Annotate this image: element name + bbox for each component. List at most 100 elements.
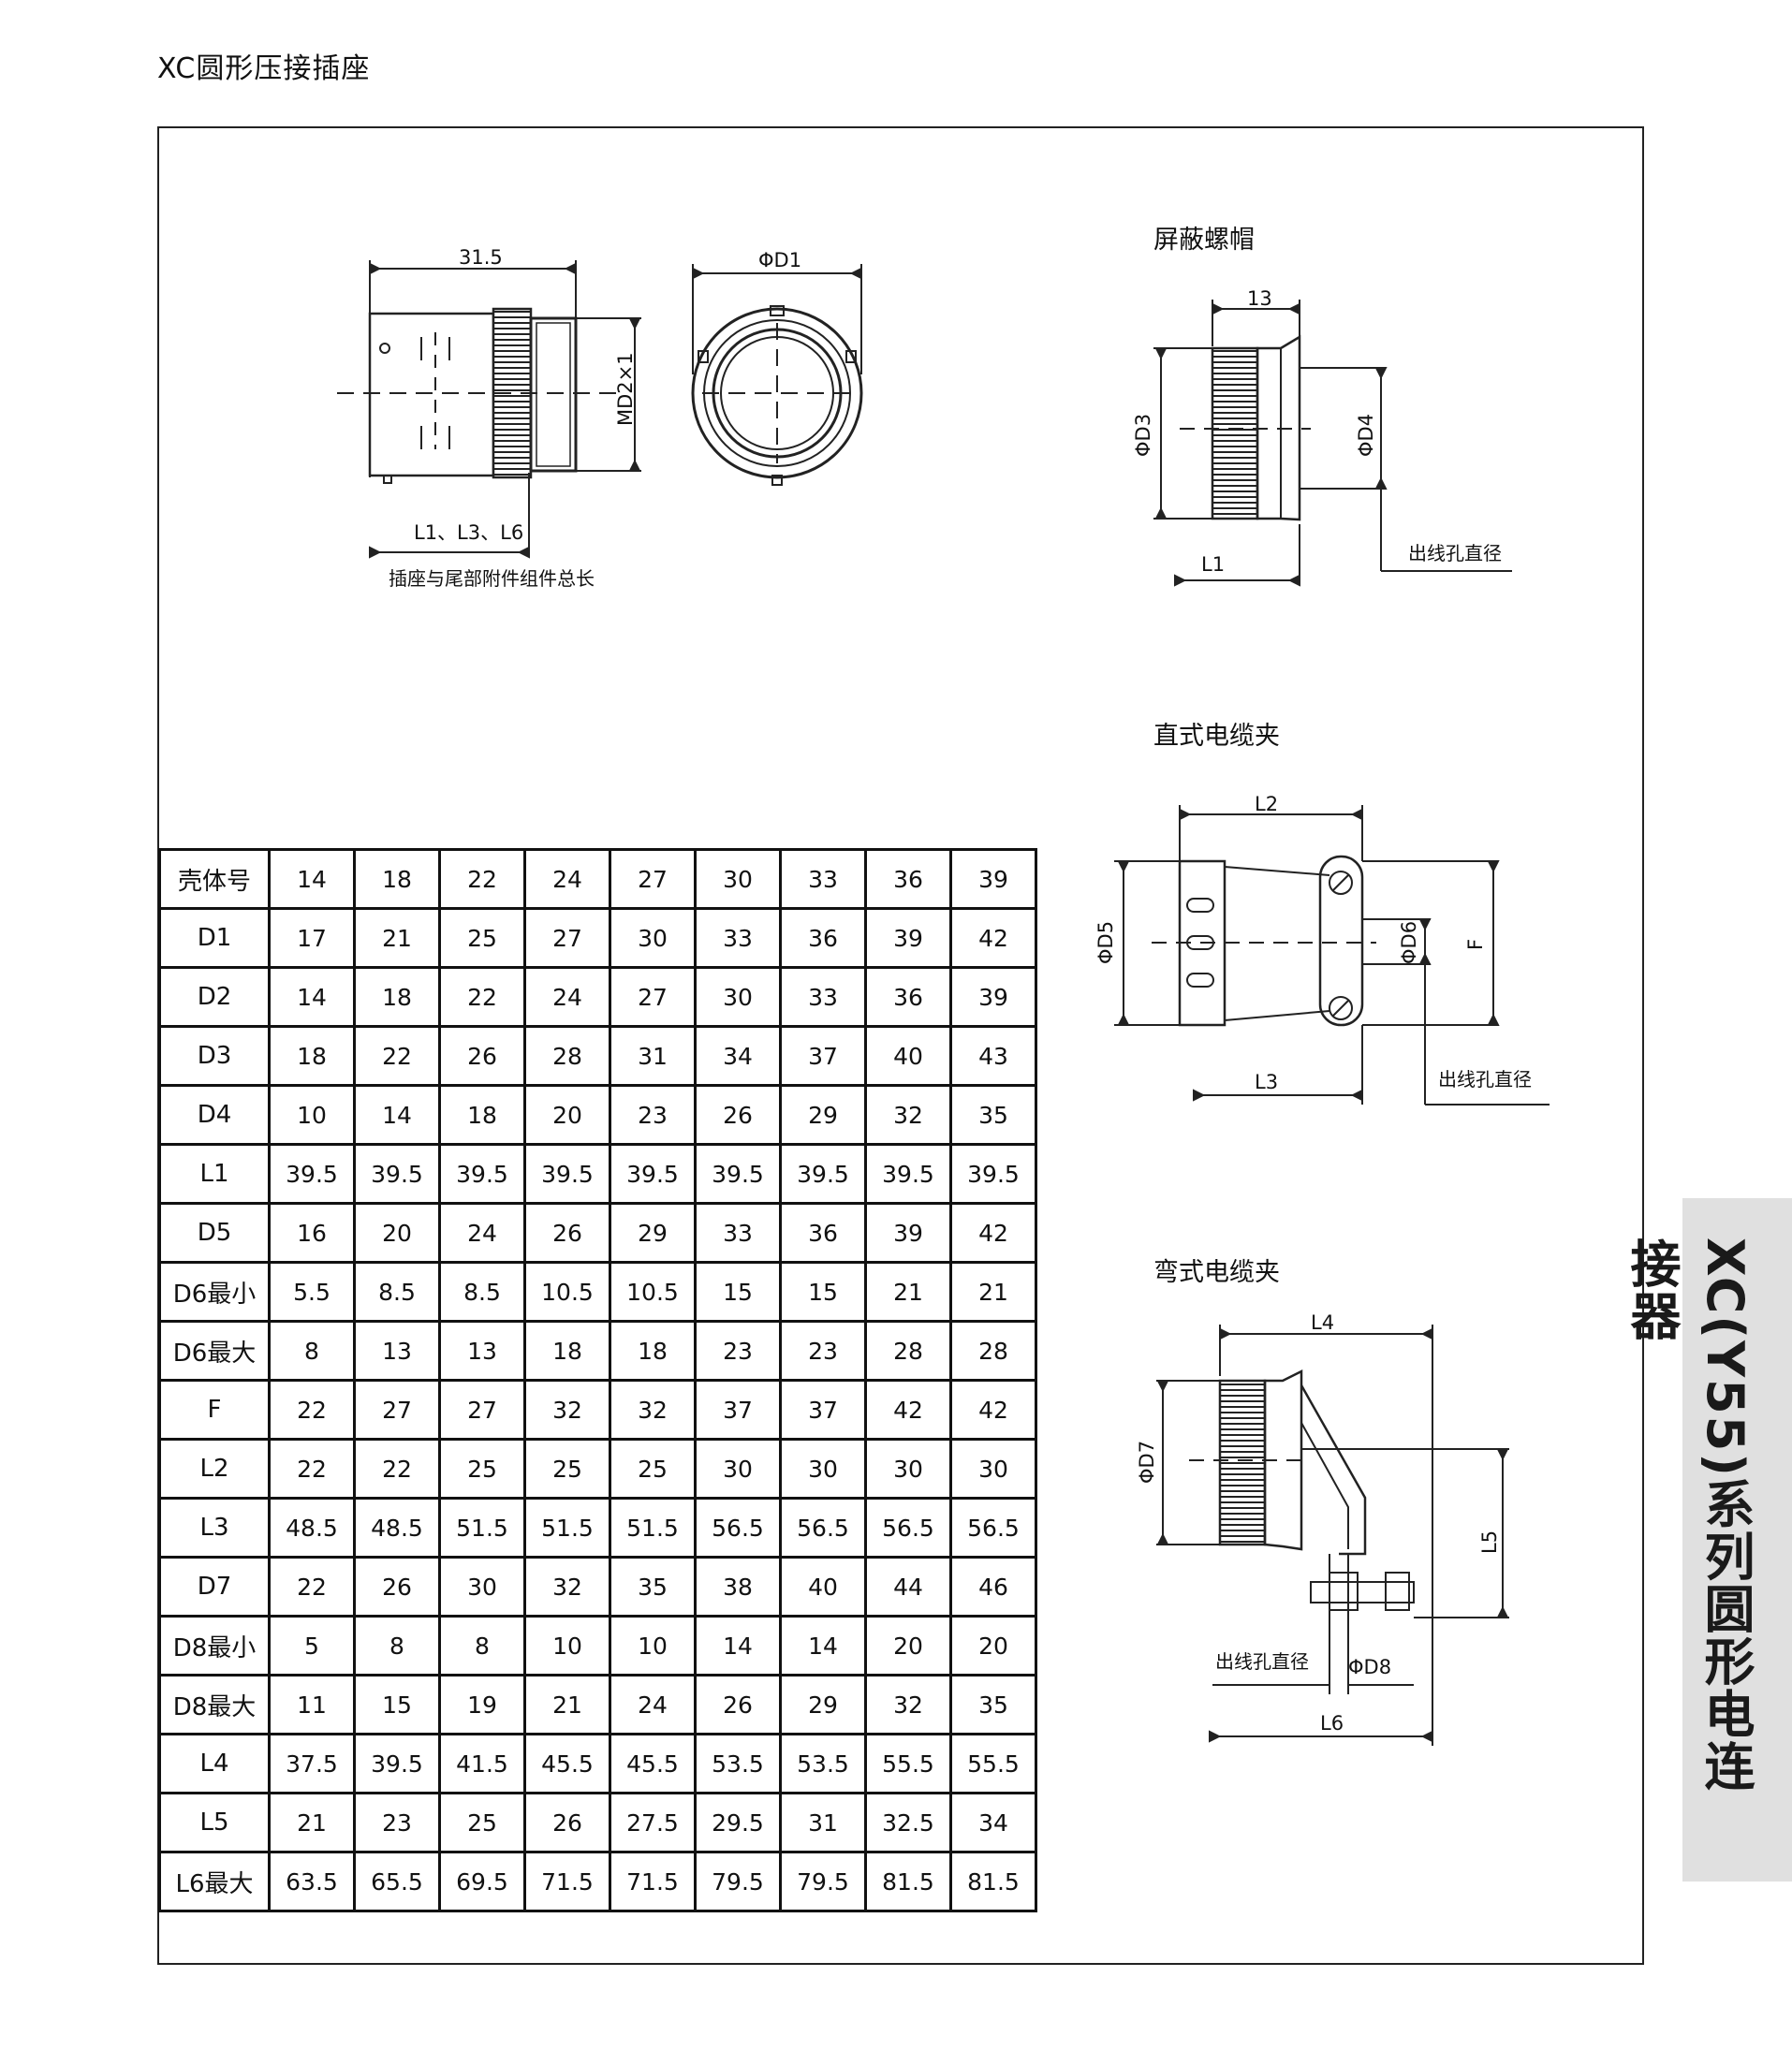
table-cell: 27.5 [609,1792,697,1853]
table-cell: 21 [864,1261,952,1323]
table-cell: 36 [864,848,952,910]
table-cell: 15 [694,1261,782,1323]
table-cell: 39 [864,907,952,969]
table-cell: 32 [864,1084,952,1146]
table-cell: 56.5 [694,1497,782,1559]
table-cell: 11 [268,1674,356,1735]
table-cell: 39.5 [353,1143,441,1205]
table-cell: 48.5 [353,1497,441,1559]
table-cell: 42 [949,1202,1037,1264]
table-cell: 35 [949,1674,1037,1735]
table-cell: 30 [779,1438,867,1500]
table-cell: 35 [609,1556,697,1618]
table-cell: 20 [949,1615,1037,1677]
straight-clamp-d5-dim: ΦD5 [1094,921,1117,964]
table-cell: 25 [438,1438,526,1500]
table-cell: 46 [949,1556,1037,1618]
table-cell: 37 [694,1379,782,1441]
table-cell: 39.5 [609,1143,697,1205]
table-cell: 34 [694,1025,782,1087]
table-cell: 27 [438,1379,526,1441]
socket-width-dim: 31.5 [459,246,503,269]
table-cell: 32 [523,1379,611,1441]
table-cell: 42 [949,907,1037,969]
table-cell: 38 [694,1556,782,1618]
table-cell: 14 [353,1084,441,1146]
row-label-cell: D2 [158,966,271,1028]
table-cell: 63.5 [268,1851,356,1912]
table-cell: 17 [268,907,356,969]
table-cell: 21 [268,1792,356,1853]
table-cell: 8 [438,1615,526,1677]
table-cell: 23 [353,1792,441,1853]
table-cell: 21 [523,1674,611,1735]
side-tab [1682,1198,1792,1882]
shield-cap-hole-note: 出线孔直径 [1408,542,1502,564]
bent-clamp-hole-note: 出线孔直径 [1215,1650,1309,1673]
table-cell: 81.5 [949,1851,1037,1912]
table-cell: 13 [353,1320,441,1382]
table-cell: 42 [949,1379,1037,1441]
table-cell: 26 [353,1556,441,1618]
table-cell: 43 [949,1025,1037,1087]
table-cell: 32 [523,1556,611,1618]
socket-length-note: 插座与尾部附件组件总长 [389,567,595,590]
table-cell: 22 [268,1379,356,1441]
row-label-cell: D8最大 [158,1674,271,1735]
straight-clamp-f-dim: F [1464,939,1487,950]
table-cell: 55.5 [864,1733,952,1794]
table-cell: 14 [694,1615,782,1677]
table-cell: 20 [523,1084,611,1146]
straight-clamp-drawing [1114,805,1550,1106]
table-cell: 14 [268,966,356,1028]
row-label-cell: F [158,1379,271,1441]
table-cell: 14 [779,1615,867,1677]
bent-clamp-title: 弯式电缆夹 [1153,1258,1280,1287]
table-cell: 53.5 [779,1733,867,1794]
table-cell: 22 [268,1438,356,1500]
table-cell: 71.5 [523,1851,611,1912]
series-label: XC(Y55)系列圆形电连接器 [1622,1237,1755,1793]
table-cell: 32 [864,1674,952,1735]
straight-clamp-hole-note: 出线孔直径 [1438,1068,1532,1091]
row-label-cell: L5 [158,1792,271,1853]
table-cell: 23 [694,1320,782,1382]
table-cell: 42 [864,1379,952,1441]
bent-clamp-d7-dim: ΦD7 [1136,1441,1158,1484]
table-cell: 28 [523,1025,611,1087]
table-cell: 5 [268,1615,356,1677]
table-cell: 24 [523,966,611,1028]
row-label-cell: L1 [158,1143,271,1205]
table-cell: 56.5 [779,1497,867,1559]
straight-clamp-d6-dim: ΦD6 [1398,921,1420,964]
table-cell: 39.5 [949,1143,1037,1205]
table-cell: 26 [438,1025,526,1087]
table-cell: 39 [949,848,1037,910]
bent-clamp-l5-dim: L5 [1478,1530,1501,1554]
shield-cap-width-dim: 13 [1247,287,1272,310]
table-cell: 40 [864,1025,952,1087]
table-cell: 25 [609,1438,697,1500]
table-cell: 8 [268,1320,356,1382]
table-cell: 36 [779,907,867,969]
table-cell: 27 [523,907,611,969]
table-cell: 79.5 [779,1851,867,1912]
table-cell: 37.5 [268,1733,356,1794]
table-cell: 36 [864,966,952,1028]
table-cell: 18 [609,1320,697,1382]
table-cell: 44 [864,1556,952,1618]
table-cell: 53.5 [694,1733,782,1794]
shield-cap-d4-dim: ΦD4 [1355,414,1377,457]
straight-clamp-title: 直式电缆夹 [1153,722,1280,751]
table-cell: 15 [353,1674,441,1735]
table-cell: 27 [609,966,697,1028]
table-cell: 39.5 [694,1143,782,1205]
